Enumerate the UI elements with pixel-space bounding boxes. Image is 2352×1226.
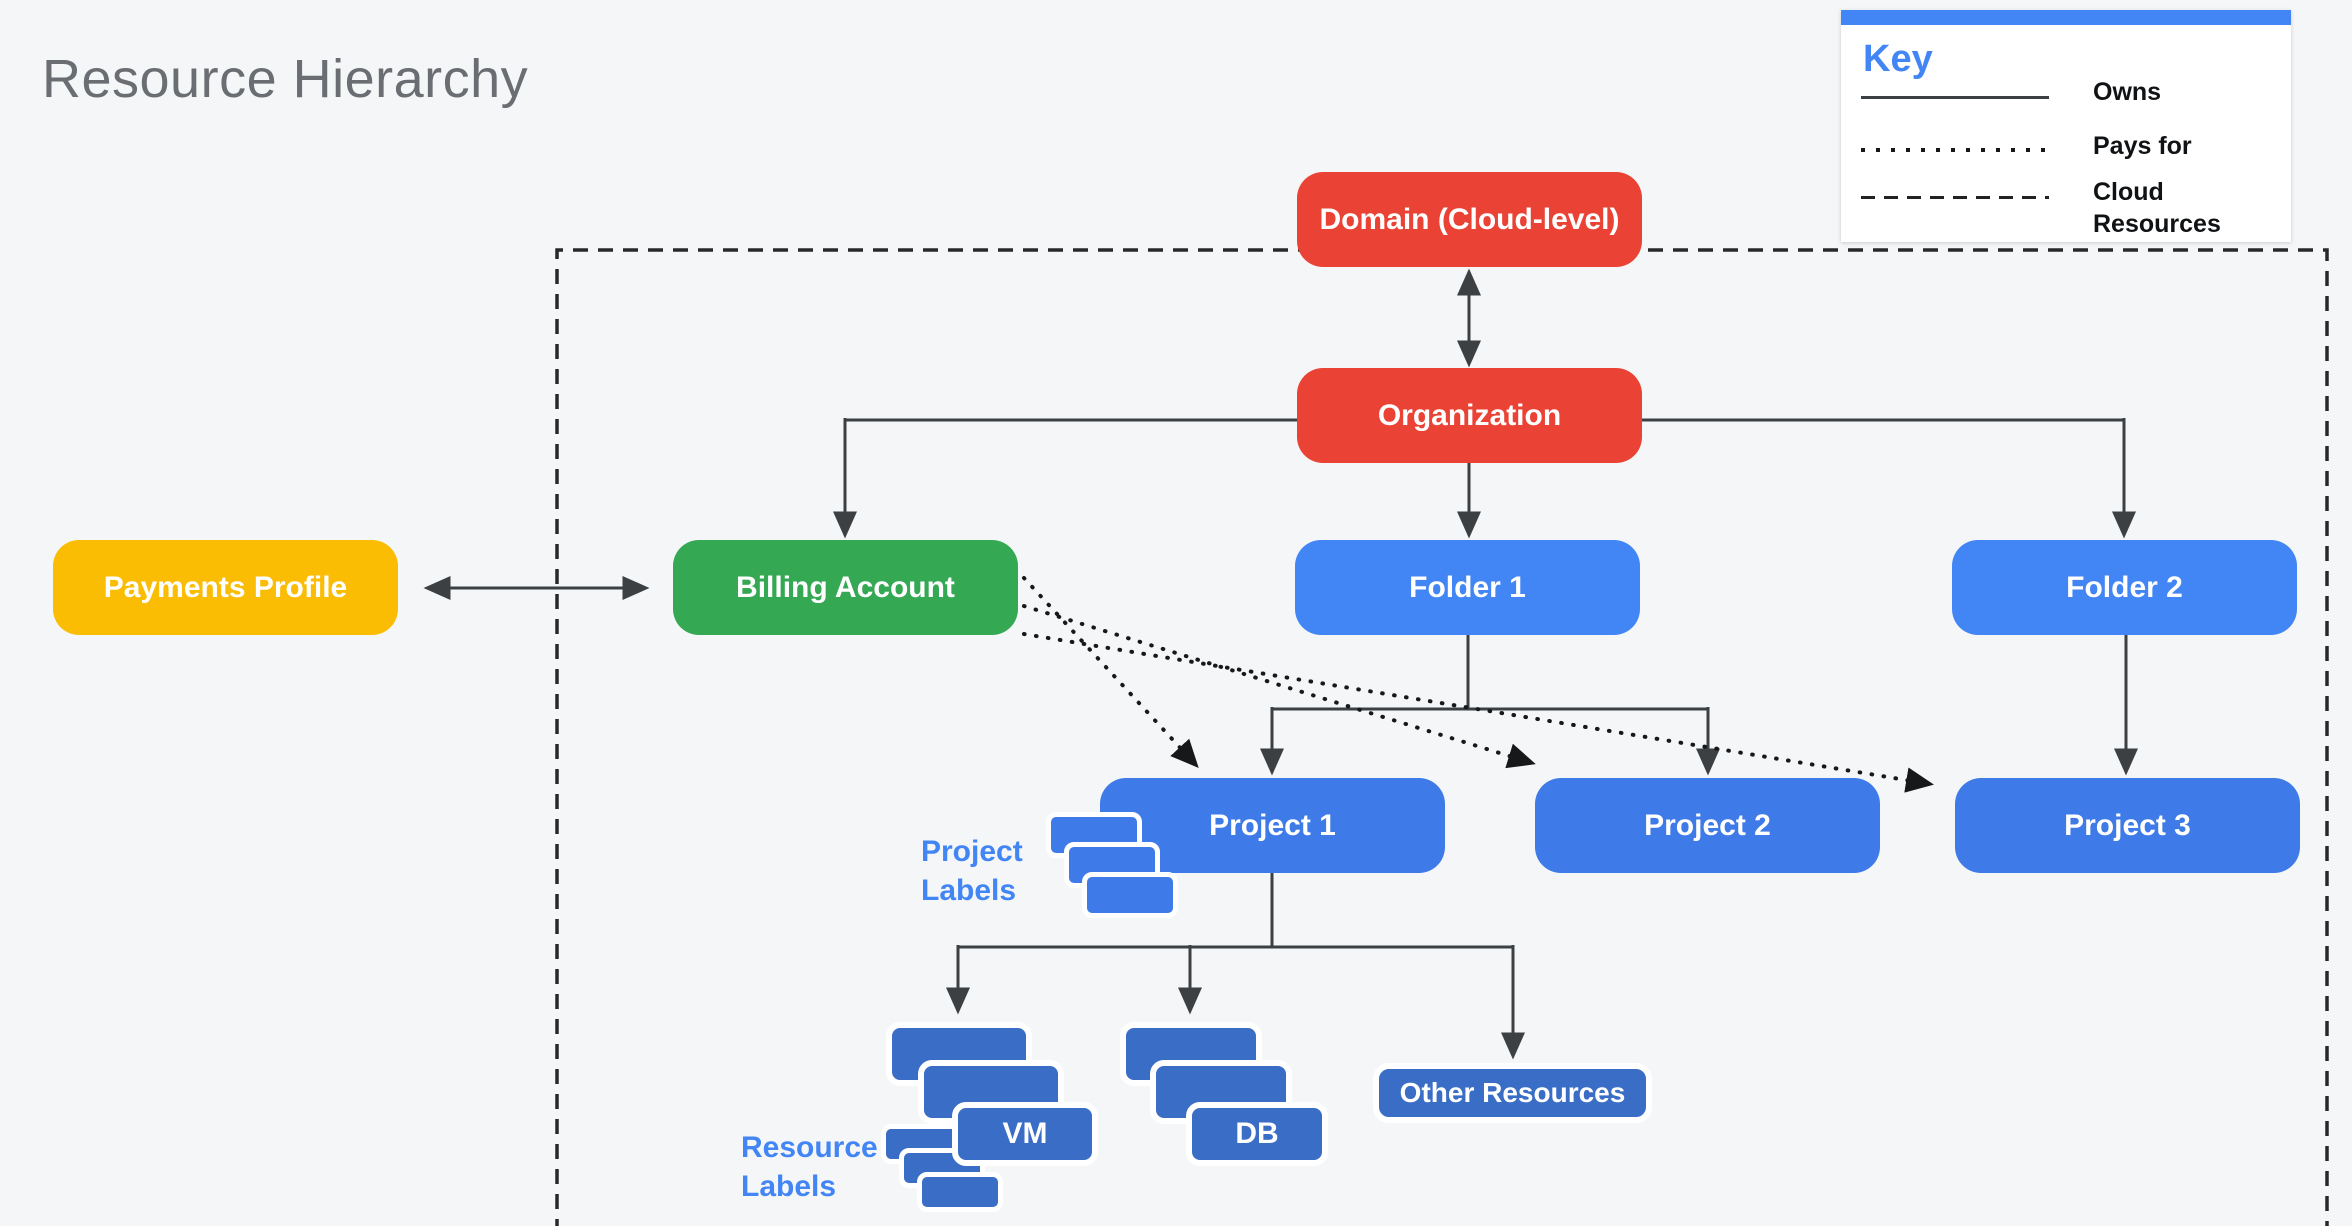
- legend-label-pays-for: Pays for: [2093, 132, 2192, 160]
- node-project-3: Project 3: [1955, 778, 2300, 873]
- node-db: DB: [1186, 1102, 1328, 1166]
- node-project-2: Project 2: [1535, 778, 1880, 873]
- legend-label-owns: Owns: [2093, 78, 2162, 106]
- legend-top-bar: [1841, 10, 2291, 25]
- node-vm: VM: [952, 1102, 1098, 1166]
- legend: Key Owns Pays for Cloud Resources: [1841, 10, 2291, 242]
- owns-connectors: [423, 268, 2138, 1060]
- cloud-resources-line-sample: [1861, 196, 2049, 199]
- owns-line-sample: [1861, 96, 2049, 99]
- node-organization: Organization: [1297, 368, 1642, 463]
- node-other-resources: Other Resources: [1373, 1063, 1652, 1123]
- resource-label-chip: [917, 1172, 1003, 1212]
- node-folder-2: Folder 2: [1952, 540, 2297, 635]
- node-billing-account: Billing Account: [673, 540, 1018, 635]
- page-title: Resource Hierarchy: [42, 49, 529, 109]
- pays-for-line-sample: [1861, 148, 2049, 152]
- node-payments-profile: Payments Profile: [53, 540, 398, 635]
- legend-heading: Key: [1863, 38, 1933, 80]
- resource-labels-annotation: Resource Labels: [741, 1131, 878, 1203]
- node-folder-1: Folder 1: [1295, 540, 1640, 635]
- project-labels-annotation: Project Labels: [921, 835, 1023, 907]
- legend-label-cloud-resources: Cloud Resources: [2093, 178, 2221, 238]
- node-domain: Domain (Cloud-level): [1297, 172, 1642, 267]
- project-label-chip: [1082, 872, 1178, 918]
- pays-for-connectors: [1022, 576, 1934, 793]
